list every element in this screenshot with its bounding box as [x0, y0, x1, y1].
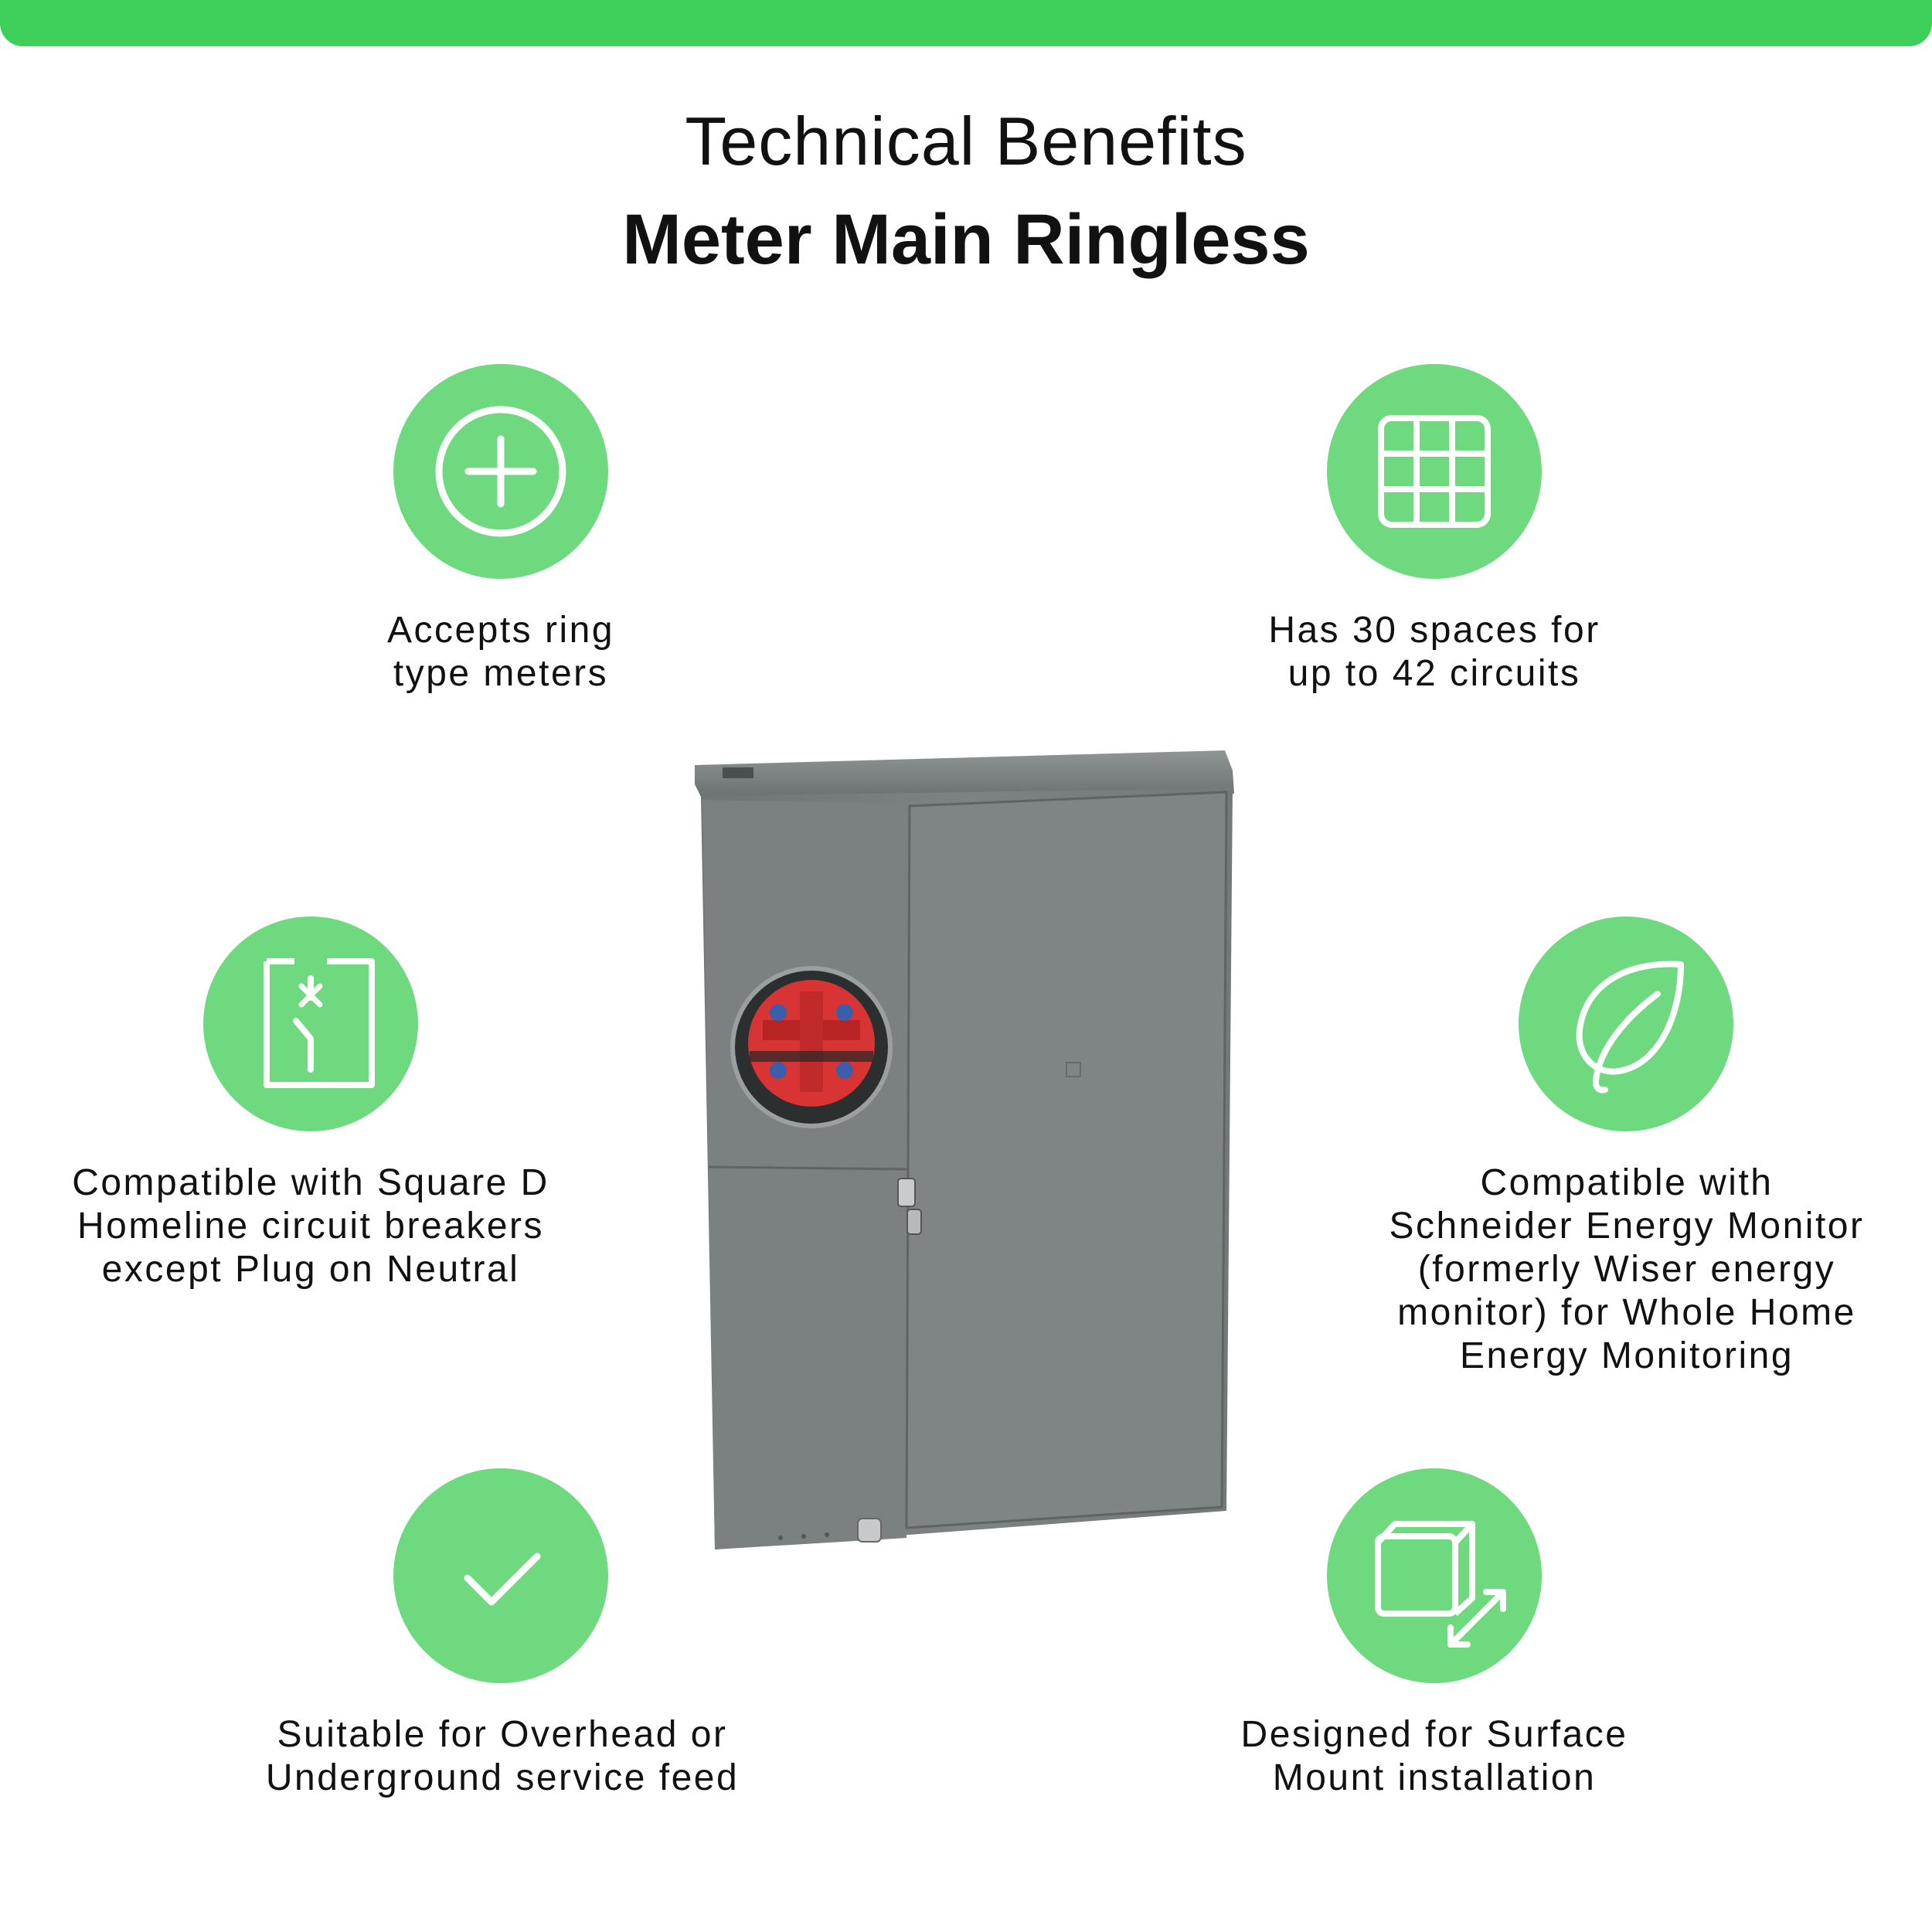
- feature-icon-circle-2: [1327, 364, 1542, 579]
- feature-caption-surface-mount: Designed for Surface Mount installation: [1240, 1714, 1628, 1798]
- feature-caption-breakers: Compatible with Square D Homeline circui…: [72, 1162, 549, 1290]
- circle-plus-icon: [435, 406, 566, 537]
- enclosure-drawing: [695, 750, 1234, 1549]
- meter-socket: [730, 966, 893, 1128]
- checkmark-icon: [464, 1553, 541, 1606]
- feature-caption-service-feed: Suitable for Overhead or Underground ser…: [265, 1714, 740, 1798]
- feature-caption-ring-meters: Accepts ring type meters: [386, 610, 615, 694]
- feature-icon-circle-1: [393, 364, 608, 579]
- leaf-icon: [1576, 961, 1684, 1094]
- grid-icon: [1378, 415, 1491, 528]
- product-name: Meter Main Ringless: [622, 200, 1310, 279]
- feature-icon-circle-6: [1327, 1468, 1542, 1683]
- feature-icon-circle-3: [203, 917, 418, 1131]
- feature-icon-circle-5: [393, 1468, 608, 1683]
- feature-icon-circle-4: [1519, 917, 1733, 1131]
- feature-caption-spaces: Has 30 spaces for up to 42 circuits: [1268, 610, 1600, 694]
- page-title: Technical Benefits: [685, 103, 1247, 179]
- top-accent-bar: [0, 0, 1932, 46]
- box-dimensions-icon: [1375, 1521, 1506, 1648]
- circuit-breaker-icon: [264, 958, 375, 1088]
- feature-caption-energy-monitor: Compatible with Schneider Energy Monitor…: [1389, 1162, 1865, 1376]
- meter-main-enclosure-image: [692, 746, 1240, 1557]
